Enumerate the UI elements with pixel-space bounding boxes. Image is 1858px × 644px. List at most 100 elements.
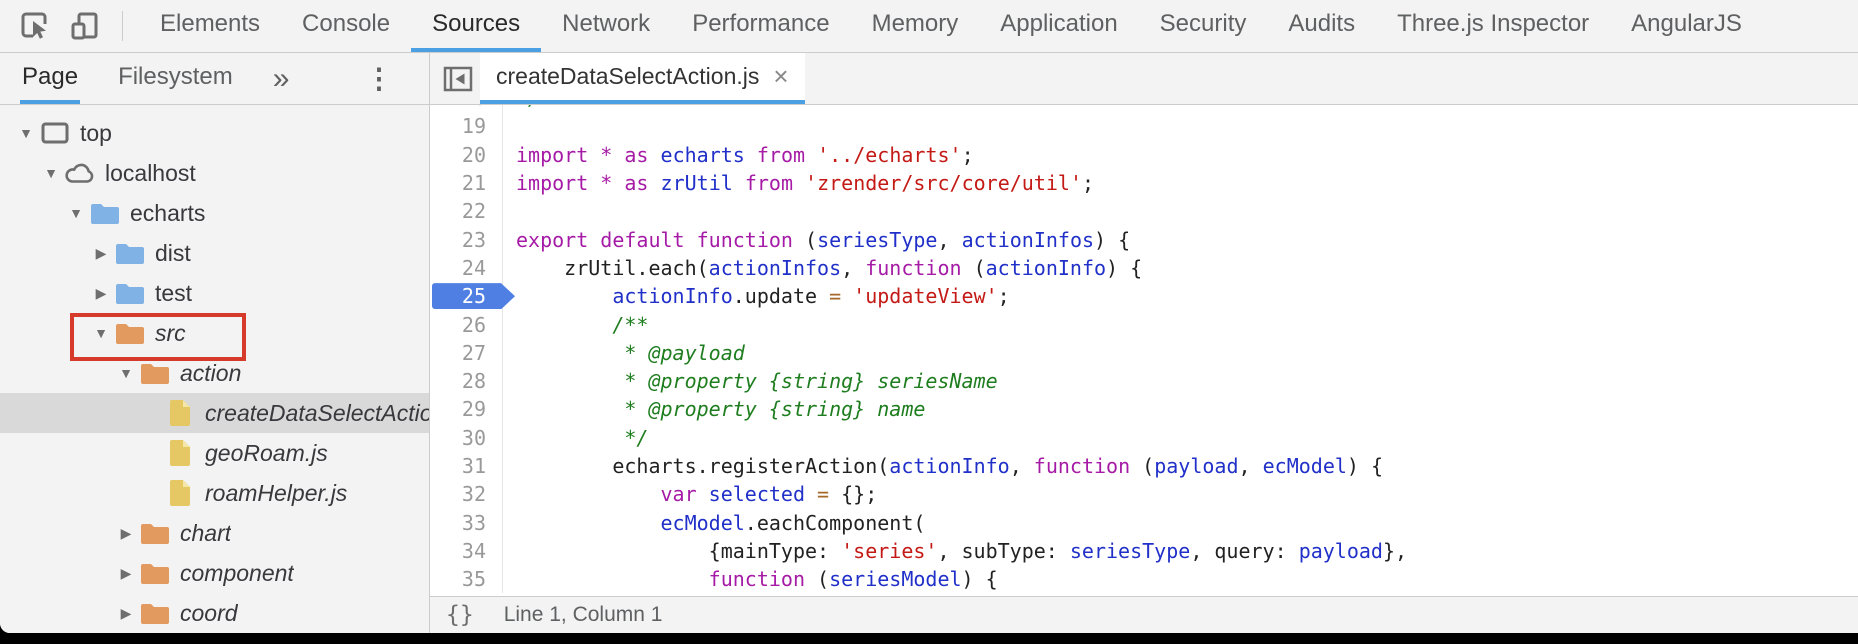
code-text[interactable]: * @property {string} seriesName — [516, 369, 998, 394]
code-text[interactable]: * @property {string} name — [516, 397, 926, 422]
code-text[interactable]: ecModel.eachComponent( — [660, 510, 926, 535]
devtools-tab-elements[interactable]: Elements — [160, 10, 261, 37]
line-number[interactable]: 35 — [430, 565, 503, 594]
code-text[interactable]: import * as echarts from '../echarts'; — [516, 142, 974, 167]
breakpoint-marker-line-number[interactable]: 25 — [430, 282, 503, 311]
disclosure-collapsed-icon[interactable]: ▶ — [95, 244, 107, 261]
tree-item-src[interactable]: ▼ src — [0, 313, 429, 361]
line-number[interactable]: 19 — [430, 112, 503, 141]
disclosure-expanded-icon[interactable]: ▼ — [94, 325, 108, 341]
navigator-tab-filesystem[interactable]: Filesystem — [118, 62, 233, 90]
devtools-tab-performance[interactable]: Performance — [692, 10, 830, 37]
code-text[interactable]: echarts.registerAction(actionInfo, funct… — [516, 454, 1384, 478]
disclosure-collapsed-icon[interactable]: ▶ — [120, 524, 132, 541]
code-text[interactable]: */ — [503, 105, 540, 110]
tree-item-georoam-js[interactable]: geoRoam.js — [0, 433, 429, 473]
pretty-print-icon[interactable]: {} — [446, 602, 474, 628]
line-number[interactable]: 28 — [430, 366, 503, 396]
tree-item-roamhelper-js[interactable]: roamHelper.js — [0, 473, 429, 513]
devtools-panel-tabs: Elements Console Sources Network Performance… — [139, 0, 1763, 52]
devtools-tab-audits[interactable]: Audits — [1288, 10, 1356, 37]
line-number[interactable]: 21 — [430, 168, 503, 198]
line-number[interactable]: 34 — [430, 536, 503, 566]
more-tabs-chevron-icon[interactable]: » — [272, 61, 290, 95]
tree-item-label: action — [180, 359, 242, 386]
code-text[interactable]: function (seriesModel) { — [708, 567, 998, 592]
code-text[interactable]: export default function (seriesType, act… — [516, 227, 1131, 252]
tree-item-label: localhost — [105, 159, 196, 186]
code-text[interactable]: zrUtil.each(actionInfos, function (actio… — [516, 255, 1143, 280]
line-number[interactable]: 33 — [430, 508, 503, 537]
code-line-34: 34 {mainType: 'series', subType: seriesT… — [430, 536, 1858, 566]
code-text[interactable]: /** — [516, 312, 649, 337]
caret-position: Line 1, Column 1 — [503, 603, 663, 626]
device-toolbar-icon[interactable] — [68, 9, 102, 43]
line-number[interactable]: 27 — [430, 338, 503, 367]
folder-icon — [138, 357, 172, 389]
devtools-tab-angularjs[interactable]: AngularJS — [1631, 10, 1742, 37]
devtools-tab-memory[interactable]: Memory — [871, 10, 959, 37]
code-line-24: 24 zrUtil.each(actionInfos, function (ac… — [430, 253, 1858, 283]
devtools-toolbar: Elements Console Sources Network Performance… — [0, 0, 1858, 53]
tree-item-label: src — [155, 319, 186, 346]
devtools-tab-three-js-inspector[interactable]: Three.js Inspector — [1397, 10, 1590, 37]
code-text[interactable]: * @payload — [516, 340, 745, 365]
code-text[interactable]: actionInfo.update = 'updateView'; — [612, 284, 1010, 309]
code-line-33: 33 ecModel.eachComponent( — [430, 508, 1858, 537]
disclosure-collapsed-icon[interactable]: ▶ — [95, 284, 107, 301]
code-text[interactable]: import * as zrUtil from 'zrender/src/cor… — [516, 171, 1095, 196]
tree-item-top[interactable]: ▼top — [0, 113, 429, 153]
line-number[interactable]: 32 — [430, 480, 503, 509]
tree-item-chart[interactable]: ▶chart — [0, 513, 429, 553]
editor-tab-createdataselectaction[interactable]: createDataSelectAction.js × — [480, 53, 805, 104]
disclosure-collapsed-icon[interactable]: ▶ — [120, 564, 132, 581]
line-number[interactable]: 24 — [430, 253, 503, 283]
disclosure-expanded-icon[interactable]: ▼ — [44, 165, 58, 181]
editor-tab-bar: createDataSelectAction.js × — [430, 53, 1858, 105]
line-number[interactable]: 29 — [430, 395, 503, 424]
code-line-28: 28 * @property {string} seriesName — [430, 366, 1858, 396]
code-text[interactable]: var selected = {}; — [660, 482, 878, 507]
code-line-26: 26 /** — [430, 310, 1858, 339]
devtools-tab-network[interactable]: Network — [562, 10, 651, 37]
devtools-tab-sources[interactable]: Sources — [411, 0, 542, 52]
tree-item-action[interactable]: ▼ action — [0, 353, 429, 393]
folder-icon — [113, 237, 147, 269]
code-line-32: 32 var selected = {}; — [430, 480, 1858, 509]
code-text[interactable]: */ — [516, 425, 649, 450]
devtools-tab-security[interactable]: Security — [1159, 10, 1247, 37]
disclosure-expanded-icon[interactable]: ▼ — [69, 205, 83, 221]
tree-item-echarts[interactable]: ▼echarts — [0, 193, 429, 233]
navigator-tab-page[interactable]: Page — [20, 53, 81, 104]
devtools-tab-console[interactable]: Console — [302, 10, 391, 37]
tree-item-createdataselectaction-js[interactable]: createDataSelectAction.js — [0, 393, 429, 433]
line-number[interactable]: 20 — [430, 140, 503, 169]
devtools-tab-application[interactable]: Application — [1000, 10, 1118, 37]
tree-item-localhost[interactable]: ▼ localhost — [0, 153, 429, 193]
hide-navigator-icon[interactable] — [440, 61, 476, 97]
line-number[interactable]: 18 — [430, 105, 503, 113]
line-number[interactable]: 26 — [430, 310, 503, 339]
tree-item-component[interactable]: ▶ component — [0, 553, 429, 593]
disclosure-expanded-icon[interactable]: ▼ — [19, 125, 33, 141]
tree-item-label: geoRoam.js — [205, 439, 328, 466]
line-number[interactable]: 23 — [430, 225, 503, 254]
code-line-20: 20 import * as echarts from '../echarts'; — [430, 140, 1858, 169]
line-number[interactable]: 22 — [430, 197, 503, 226]
tree-item-test[interactable]: ▶test — [0, 273, 429, 313]
inspect-element-icon[interactable] — [18, 9, 52, 43]
folder-icon — [138, 597, 172, 629]
code-text[interactable]: {mainType: 'series', subType: seriesType… — [516, 538, 1408, 563]
tree-item-dist[interactable]: ▶dist — [0, 233, 429, 273]
close-tab-icon[interactable]: × — [773, 61, 789, 91]
disclosure-expanded-icon[interactable]: ▼ — [119, 365, 133, 381]
code-line-23: 23 export default function (seriesType, a… — [430, 225, 1858, 254]
line-number[interactable]: 31 — [430, 451, 503, 481]
disclosure-collapsed-icon[interactable]: ▶ — [120, 604, 132, 621]
tree-item-label: component — [180, 559, 294, 586]
line-number[interactable]: 30 — [430, 423, 503, 452]
tree-item-coord[interactable]: ▶coord — [0, 593, 429, 633]
overflow-menu-icon[interactable]: ⋮ — [365, 63, 393, 94]
editor-tab-title: createDataSelectAction.js — [496, 63, 760, 89]
